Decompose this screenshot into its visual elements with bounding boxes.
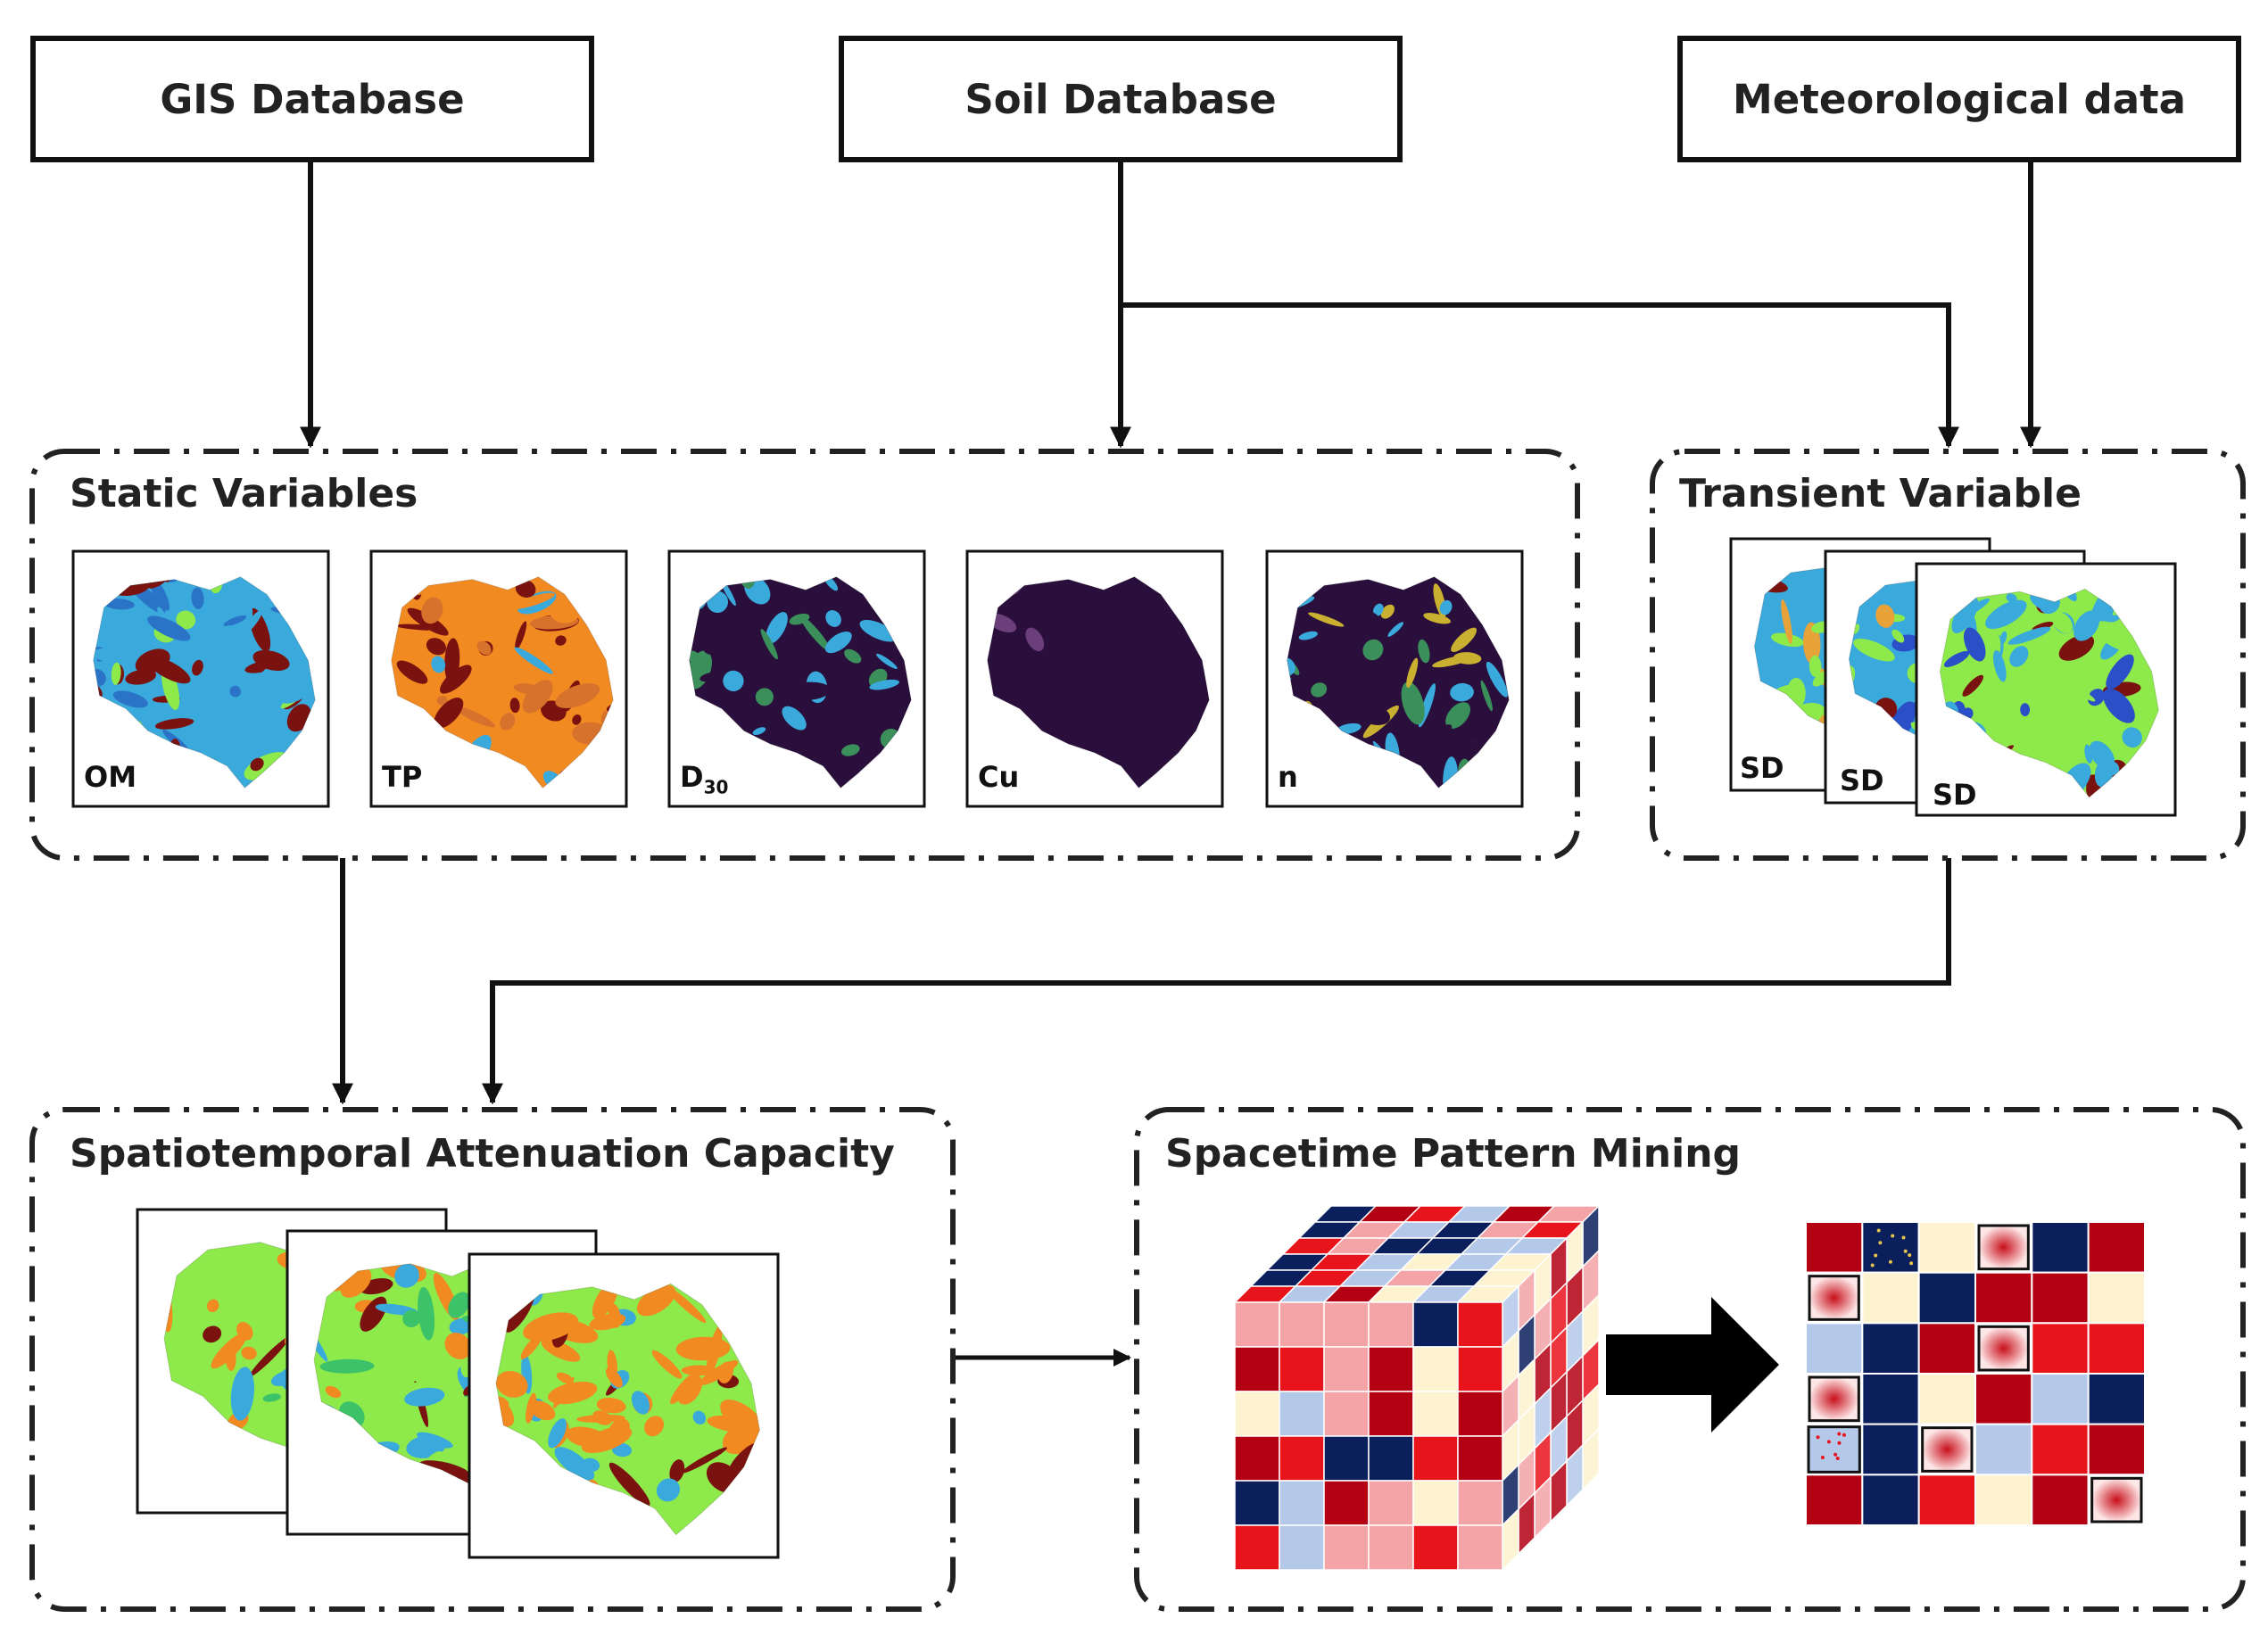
meteorological-data-box: Meteorological data [1677, 36, 2241, 162]
transient-map-label-2: SD [1840, 764, 1884, 797]
transient-variable-group [1650, 449, 2246, 861]
gis-database-label: GIS Database [160, 75, 465, 123]
transient-map-label-1: SD [1740, 751, 1784, 785]
static-map-label-cu: Cu [978, 760, 1020, 794]
static-map-n [1265, 549, 1524, 808]
spatiotemporal-map-3 [468, 1252, 780, 1559]
pattern-mining-group [1134, 1107, 2246, 1612]
pattern-mining-title: Spacetime Pattern Mining [1165, 1131, 1742, 1177]
static-map-om [71, 549, 330, 808]
spatiotemporal-group [29, 1107, 956, 1612]
static-map-label-om: OM [84, 760, 137, 794]
meteorological-data-label: Meteorological data [1733, 75, 2186, 123]
arrow-transient-to-spatiotemporal [482, 858, 1951, 1105]
static-map-label-tp: TP [382, 760, 423, 794]
gis-database-box: GIS Database [30, 36, 594, 162]
transient-map-label-3: SD [1933, 778, 1977, 812]
transient-variable-title: Transient Variable [1679, 471, 2082, 516]
static-map-cu [965, 549, 1224, 808]
spatiotemporal-title: Spatiotemporal Attenuation Capacity [70, 1131, 895, 1177]
static-map-label-n: n [1278, 760, 1298, 794]
static-map-label-d30: D30 [680, 760, 729, 798]
soil-database-label: Soil Database [964, 75, 1277, 123]
transient-map-3 [1915, 562, 2177, 817]
pattern-grid [1805, 1221, 2147, 1527]
arrow-soil-to-transient [1121, 302, 1959, 449]
soil-database-box: Soil Database [839, 36, 1403, 162]
static-variables-group [29, 449, 1580, 861]
static-variables-title: Static Variables [70, 471, 418, 516]
static-map-d30 [667, 549, 926, 808]
big-arrow-icon [1606, 1297, 1779, 1433]
space-time-cube [1233, 1204, 1601, 1572]
static-map-tp [369, 549, 628, 808]
